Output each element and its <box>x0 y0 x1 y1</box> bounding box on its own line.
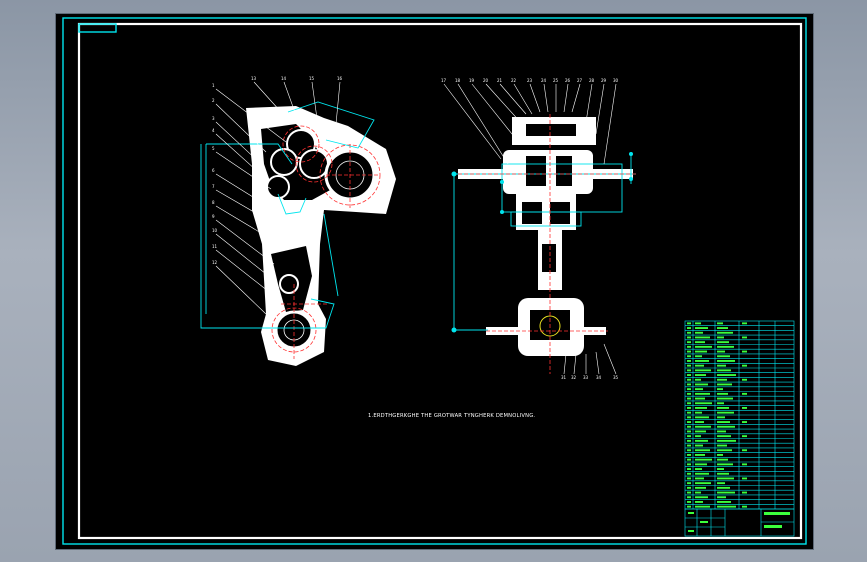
svg-text:11: 11 <box>212 244 218 249</box>
svg-text:26: 26 <box>565 78 571 83</box>
svg-text:25: 25 <box>553 78 559 83</box>
parts-list-table <box>684 320 795 510</box>
svg-text:6: 6 <box>212 168 215 173</box>
svg-text:13: 13 <box>251 76 257 81</box>
svg-text:23: 23 <box>527 78 533 83</box>
svg-text:9: 9 <box>212 214 215 219</box>
svg-text:20: 20 <box>483 78 489 83</box>
title-block <box>684 508 795 537</box>
svg-text:8: 8 <box>212 200 215 205</box>
code-box <box>78 23 117 33</box>
housing-front-view: 1 2 3 4 5 6 7 8 9 10 11 12 13 14 15 16 <box>200 76 396 366</box>
svg-text:28: 28 <box>589 78 595 83</box>
svg-text:35: 35 <box>613 375 619 380</box>
technical-requirements-note: 1.ERDTHGERKGHE THE GROTWAR TYNGHERK DEMN… <box>368 413 535 419</box>
svg-text:30: 30 <box>613 78 619 83</box>
svg-text:16: 16 <box>337 76 343 81</box>
assembly-drawing: 1 2 3 4 5 6 7 8 9 10 11 12 13 14 15 16 <box>62 17 807 545</box>
svg-text:2: 2 <box>212 98 215 103</box>
svg-text:29: 29 <box>601 78 607 83</box>
svg-text:17: 17 <box>441 78 447 83</box>
shaft-section-view: 17 18 19 20 21 22 23 24 25 26 27 28 29 3… <box>441 78 638 380</box>
svg-text:7: 7 <box>212 184 215 189</box>
sheet-border <box>62 17 807 545</box>
svg-text:12: 12 <box>212 260 218 265</box>
svg-text:19: 19 <box>469 78 475 83</box>
svg-text:32: 32 <box>571 375 577 380</box>
svg-text:3: 3 <box>212 116 215 121</box>
svg-text:10: 10 <box>212 228 218 233</box>
drawing-frame <box>77 22 803 540</box>
svg-text:24: 24 <box>541 78 547 83</box>
svg-text:27: 27 <box>577 78 583 83</box>
svg-text:15: 15 <box>309 76 315 81</box>
svg-text:1: 1 <box>212 83 215 88</box>
svg-text:33: 33 <box>583 375 589 380</box>
svg-text:34: 34 <box>596 375 602 380</box>
svg-text:22: 22 <box>511 78 517 83</box>
svg-text:31: 31 <box>561 375 567 380</box>
svg-text:14: 14 <box>281 76 287 81</box>
svg-text:5: 5 <box>212 146 215 151</box>
cad-viewport[interactable]: 1 2 3 4 5 6 7 8 9 10 11 12 13 14 15 16 <box>55 13 814 550</box>
svg-text:4: 4 <box>212 128 215 133</box>
svg-text:21: 21 <box>497 78 503 83</box>
svg-text:18: 18 <box>455 78 461 83</box>
